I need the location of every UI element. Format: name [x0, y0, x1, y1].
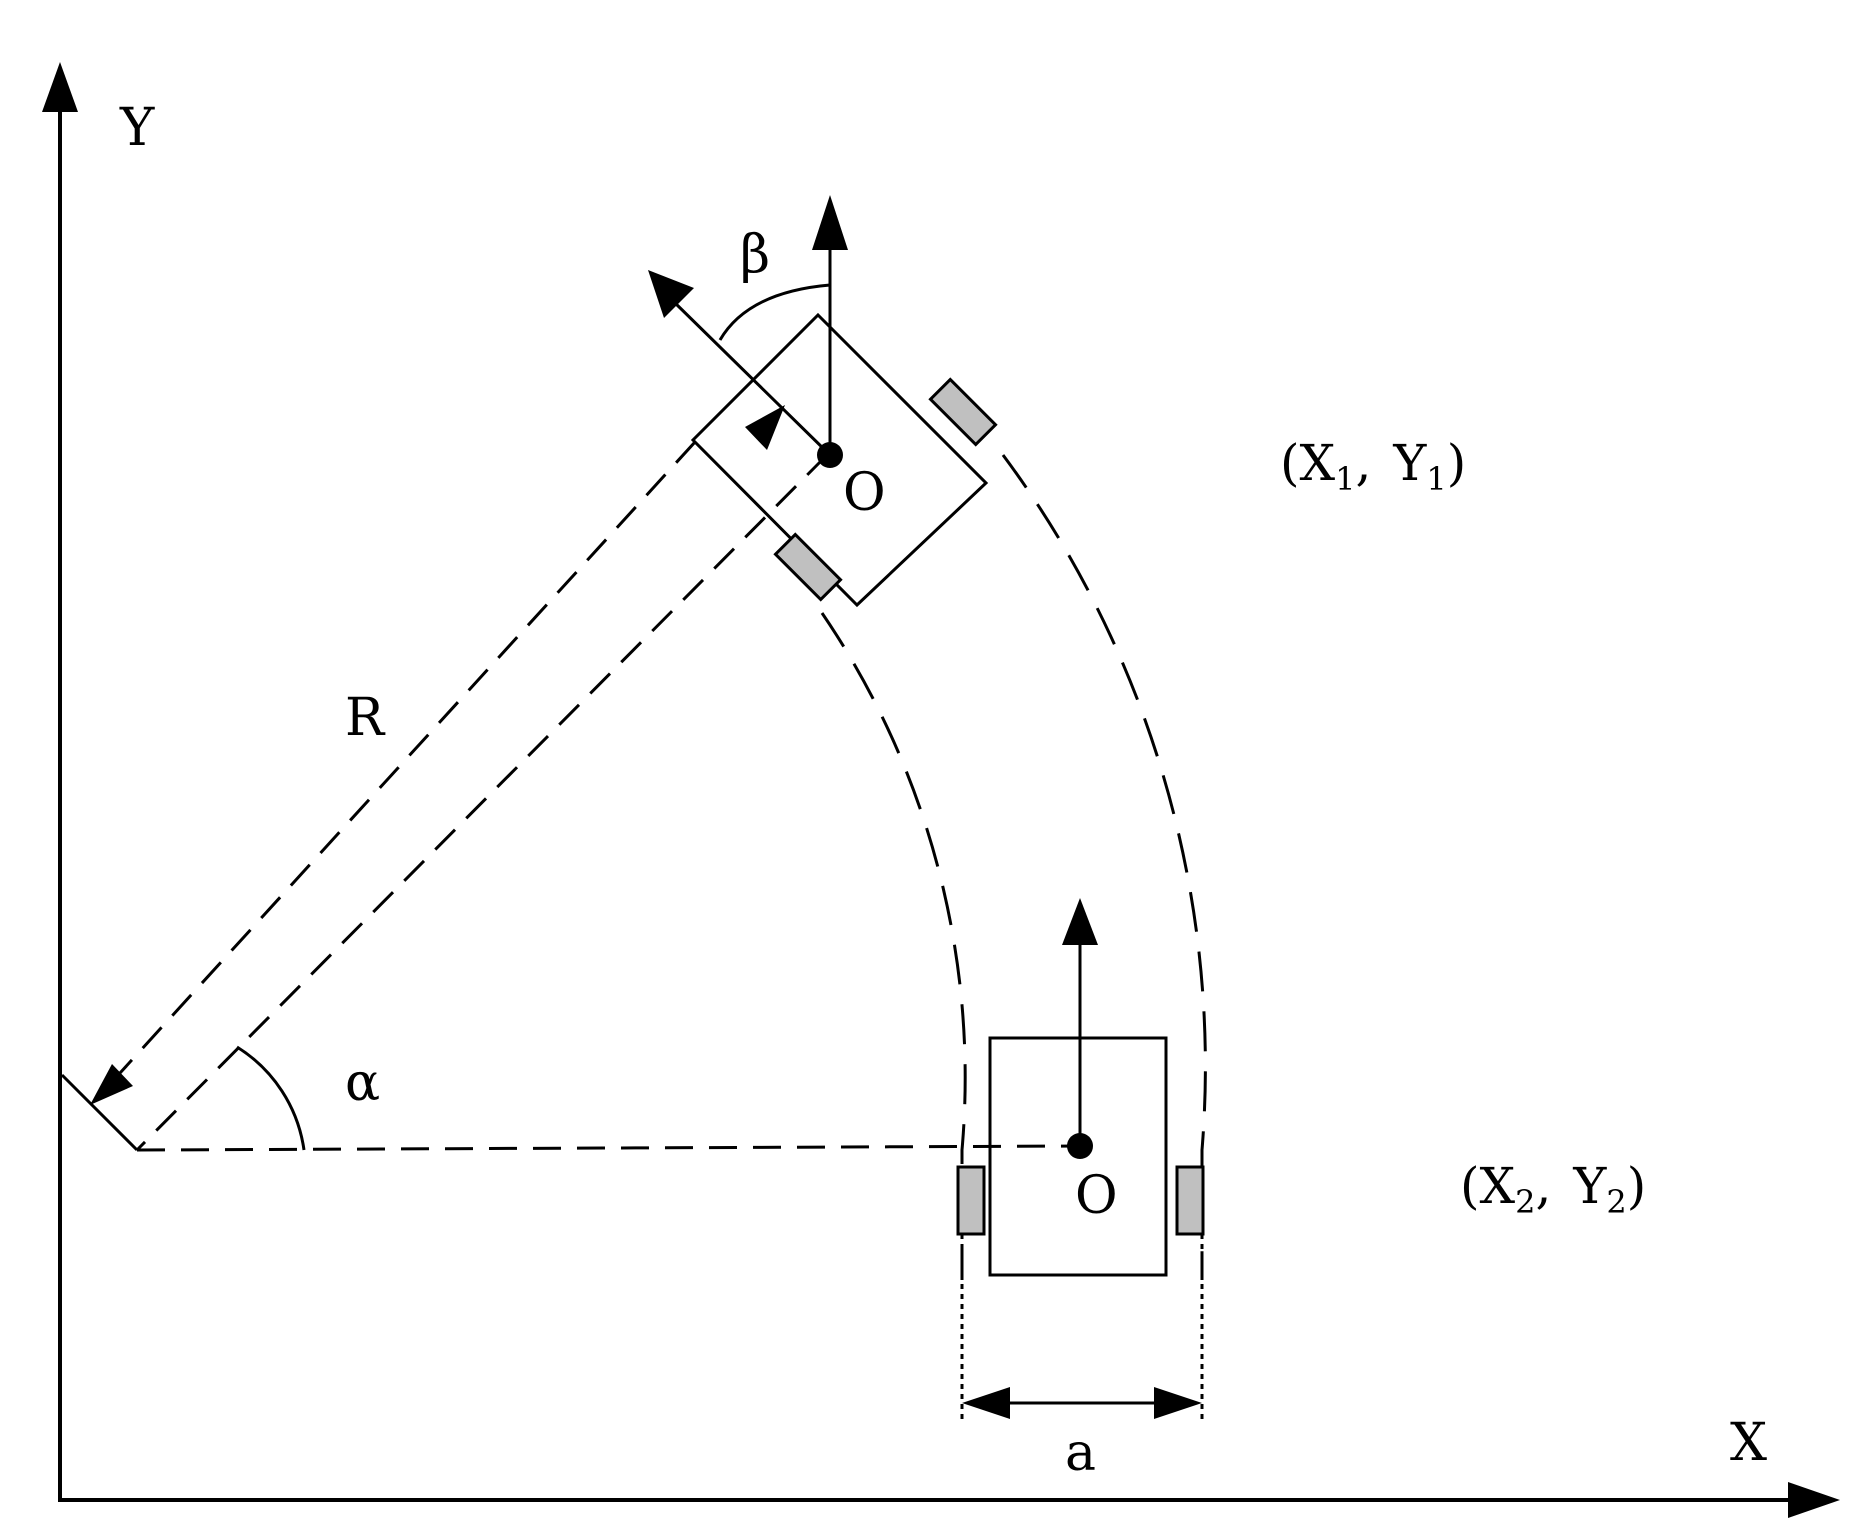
- coord-top-x: X: [1300, 434, 1336, 492]
- coord-top-x-sub: 1: [1335, 460, 1355, 498]
- turn-center-mark: [60, 1073, 139, 1152]
- robot-top: [648, 195, 998, 608]
- coord-top-open: (: [1280, 434, 1300, 492]
- alpha-label: α: [345, 1053, 380, 1113]
- robot-top-wheel-left: [773, 532, 843, 602]
- radius-lines: [118, 440, 1079, 1152]
- alpha-arc: [236, 1045, 306, 1151]
- robot-bottom-body: [988, 1036, 1168, 1277]
- coord-bottom: (X2,Y2): [1460, 1157, 1646, 1221]
- coord-top: (X1,Y1): [1280, 434, 1466, 498]
- axes: [42, 62, 1840, 1518]
- horizontal-baseline: [136, 1144, 1079, 1152]
- width-dimension: [960, 1234, 1204, 1420]
- robot-top-heading-arrow: [648, 270, 694, 318]
- coord-bottom-y-sub: 2: [1606, 1183, 1626, 1221]
- radius-line-outer: [118, 440, 697, 1075]
- outer-path: [1001, 454, 1207, 1280]
- y-axis-label: Y: [119, 98, 155, 158]
- robot-bottom-wheel-left: [956, 1165, 986, 1236]
- turning-paths: [820, 454, 1207, 1280]
- coord-bottom-y: Y: [1572, 1157, 1607, 1215]
- robot-top-heading-axis: [670, 298, 832, 457]
- radius-arrow-head-bottom: [90, 1064, 133, 1105]
- radius-label: R: [345, 688, 386, 748]
- coord-top-y-sub: 1: [1426, 460, 1446, 498]
- coord-bottom-open: (: [1460, 1157, 1480, 1215]
- coord-bottom-close: ): [1627, 1157, 1647, 1215]
- coord-bottom-x-sub: 2: [1515, 1183, 1535, 1221]
- x-axis-arrow: [1788, 1482, 1840, 1518]
- robot-top-center: [817, 442, 843, 468]
- robot-top-vertical-arrow: [812, 195, 848, 250]
- x-axis-label: X: [1730, 1413, 1767, 1473]
- coord-bottom-x: X: [1480, 1157, 1516, 1215]
- coord-bottom-sep: ,: [1535, 1157, 1551, 1215]
- beta-label: β: [740, 225, 770, 285]
- width-label: a: [1065, 1423, 1096, 1483]
- origin-label-top: O: [843, 463, 886, 523]
- radius-line-inner: [135, 453, 829, 1152]
- coord-top-sep: ,: [1355, 434, 1371, 492]
- robot-bottom-vertical-arrow: [1062, 898, 1098, 945]
- coord-top-close: ): [1447, 434, 1467, 492]
- beta-arc: [718, 283, 831, 341]
- robot-bottom-center: [1067, 1133, 1093, 1159]
- robot-bottom: [956, 898, 1205, 1277]
- robot-bottom-wheel-right: [1175, 1165, 1205, 1236]
- width-arrow-right: [1154, 1387, 1202, 1419]
- robot-top-body: [690, 312, 989, 608]
- coord-top-y: Y: [1392, 434, 1427, 492]
- y-axis-arrow: [42, 62, 78, 112]
- origin-label-bottom: O: [1075, 1166, 1118, 1226]
- width-arrow-left: [962, 1387, 1010, 1419]
- radius-arrow-head-top: [745, 405, 785, 450]
- robot-top-wheel-right: [928, 377, 998, 447]
- inner-path: [820, 612, 967, 1280]
